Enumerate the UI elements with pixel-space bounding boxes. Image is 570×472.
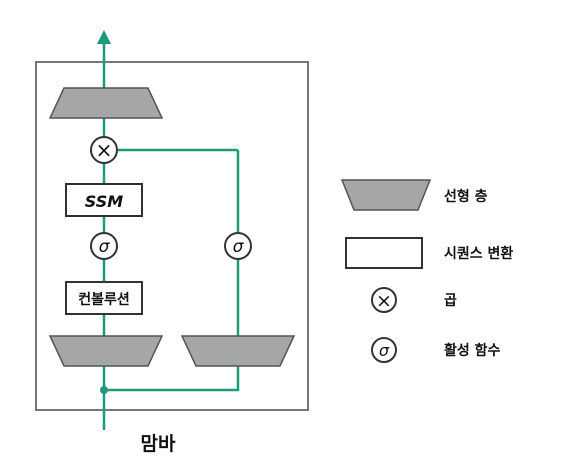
legend-activation-icon [371, 337, 397, 363]
left-activation-node [90, 232, 118, 260]
multiply-node-label: × [96, 138, 113, 162]
legend-linear-icon [340, 179, 432, 211]
branch-junction [100, 386, 108, 394]
legend-multiply-label: 곱 [444, 293, 457, 309]
legend-activation-symbol: σ [379, 341, 390, 360]
input-linear-layer-right [180, 335, 296, 367]
legend: 선형 층 시퀀스 변환 × 곱 σ 활성 함수 [340, 179, 513, 363]
ssm-label: SSM [85, 192, 123, 211]
legend-sequence-label: 시퀀스 변환 [444, 245, 513, 262]
output-linear-layer [48, 87, 164, 119]
mamba-block-frame [35, 61, 309, 411]
legend-multiply-symbol: × [376, 290, 392, 312]
legend-linear-label: 선형 층 [444, 188, 488, 205]
left-activation-label: σ [99, 237, 111, 257]
multiply-node [90, 136, 118, 164]
right-activation-label: σ [233, 237, 245, 257]
legend-multiply-icon [371, 287, 397, 313]
ssm-box [65, 183, 143, 217]
convolution-box [65, 281, 143, 315]
input-linear-layer-left [48, 335, 164, 367]
output-arrowhead [97, 30, 111, 44]
diagram-title: 맘바 [141, 433, 176, 455]
convolution-label: 컨볼루션 [78, 291, 130, 308]
legend-activation-label: 활성 함수 [444, 342, 501, 359]
right-activation-node [224, 232, 252, 260]
legend-sequence-icon [345, 237, 423, 269]
